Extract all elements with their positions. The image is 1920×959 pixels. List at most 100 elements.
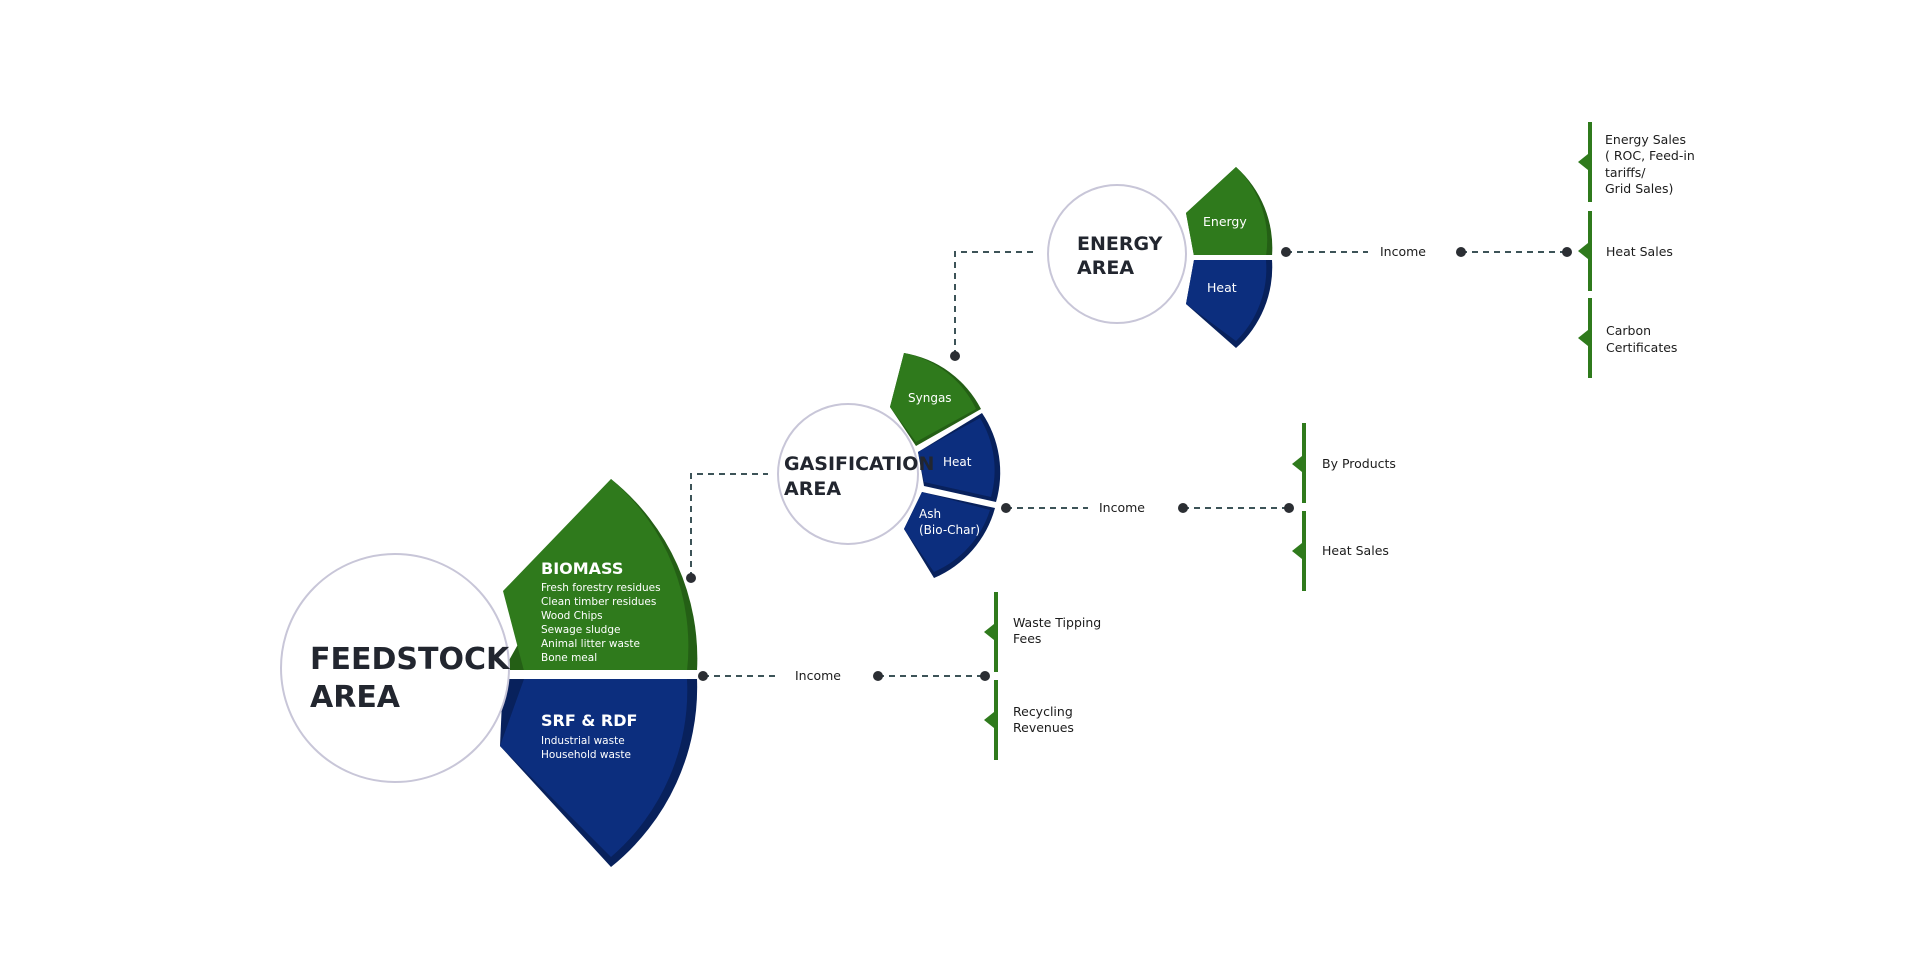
income-dot: [1281, 247, 1291, 257]
gasification-title-line2: AREA: [784, 478, 841, 500]
biomass-item: Sewage sludge: [541, 624, 620, 636]
revenue-label-line: Recycling: [1013, 704, 1073, 719]
revenue-bracket: [1588, 211, 1592, 291]
income-dot: [1456, 247, 1466, 257]
revenue-label-line: Heat Sales: [1606, 244, 1673, 259]
biomass-item: Fresh forestry residues: [541, 582, 661, 594]
revenue-label: Energy Sales ( ROC, Feed-in tariffs/ Gri…: [1605, 132, 1699, 196]
biomass-items: Fresh forestry residues Clean timber res…: [541, 582, 664, 664]
feedstock-income-label: Income: [795, 668, 841, 683]
connector-dot: [686, 573, 696, 583]
revenue-label-line: Grid Sales): [1605, 181, 1673, 196]
energy-label: Energy: [1203, 214, 1247, 229]
ash-label-line2: (Bio-Char): [919, 523, 980, 537]
energy-heat-segment-face: [1186, 260, 1267, 341]
syngas-label: Syngas: [908, 391, 952, 405]
revenue-bracket: [994, 592, 998, 672]
srf-title: SRF & RDF: [541, 711, 637, 730]
feedstock-circle: [280, 553, 510, 783]
income-dot: [873, 671, 883, 681]
gasification-heat-segment-face: [918, 418, 995, 497]
revenue-pointer: [1292, 543, 1302, 559]
revenue-label-line: Revenues: [1013, 720, 1074, 735]
income-dot: [980, 671, 990, 681]
income-dot: [1178, 503, 1188, 513]
revenue-label-line: Energy Sales: [1605, 132, 1686, 147]
gasification-title: GASIFICATION AREA: [784, 453, 941, 500]
gasification-income: Income: [1001, 500, 1294, 515]
energy-area: ENERGY AREA Energy Heat: [1047, 167, 1276, 348]
revenue-label: Carbon Certificates: [1606, 323, 1677, 355]
revenue-item-carbon-certificates: Carbon Certificates: [1578, 298, 1677, 378]
ash-segment-face: [904, 492, 990, 572]
energy-segment-face: [1186, 167, 1268, 256]
gasification-income-label: Income: [1099, 500, 1145, 515]
revenue-item-energy-heat-sales: Heat Sales: [1578, 211, 1673, 291]
gasification-circle: [777, 403, 919, 545]
biomass-item: Clean timber residues: [541, 596, 656, 608]
srf-items: Industrial waste Household waste: [541, 735, 631, 761]
syngas-segment-face: [890, 353, 976, 442]
revenue-label-line: Heat Sales: [1322, 543, 1389, 558]
biomass-item: Animal litter waste: [541, 638, 640, 650]
revenue-pointer: [984, 712, 994, 728]
income-dot: [1562, 247, 1572, 257]
feedstock-area: FEEDSTOCK AREA BIOMASS Fresh forestry re…: [280, 479, 702, 867]
energy-title: ENERGY AREA: [1077, 233, 1169, 279]
revenue-item-heat-sales: Heat Sales: [1292, 511, 1389, 591]
gasification-area: GASIFICATION AREA Syngas Heat Ash (Bio-C…: [777, 353, 1001, 578]
revenue-item-recycling-revenues: Recycling Revenues: [984, 680, 1077, 760]
feedstock-income: Income: [698, 668, 990, 683]
revenue-item-by-products: By Products: [1292, 423, 1396, 503]
biomass-item: Wood Chips: [541, 610, 603, 622]
feedstock-title-line1: FEEDSTOCK: [310, 642, 511, 677]
gasification-heat-label: Heat: [943, 455, 972, 469]
srf-segment-face: [500, 679, 688, 857]
revenue-pointer: [1578, 243, 1588, 259]
income-dot: [1001, 503, 1011, 513]
revenue-label: Heat Sales: [1322, 543, 1389, 558]
revenue-pointer: [1578, 330, 1588, 346]
ash-label: Ash (Bio-Char): [919, 507, 980, 537]
energy-circle: [1047, 184, 1187, 324]
revenue-bracket: [1302, 511, 1306, 591]
area-connectors: [686, 251, 1034, 583]
srf-item: Household waste: [541, 749, 631, 761]
revenue-label: Recycling Revenues: [1013, 704, 1077, 735]
connector-dot: [950, 351, 960, 361]
gasification-to-energy-connector: [954, 251, 1034, 356]
revenue-label-line: ( ROC, Feed-in: [1605, 148, 1695, 163]
energy-income-label: Income: [1380, 244, 1426, 259]
energy-title-line1: ENERGY: [1077, 233, 1163, 255]
revenue-label: By Products: [1322, 456, 1396, 471]
energy-income: Income: [1281, 244, 1572, 259]
revenue-pointer: [1292, 456, 1302, 472]
biomass-title: BIOMASS: [541, 559, 623, 578]
revenue-label: Heat Sales: [1606, 244, 1673, 259]
revenue-item-waste-tipping-fees: Waste Tipping Fees: [984, 592, 1105, 672]
revenue-label-line: tariffs/: [1605, 165, 1646, 180]
feedstock-divider: [500, 670, 702, 679]
revenue-label-line: Waste Tipping: [1013, 615, 1101, 630]
biomass-item: Bone meal: [541, 652, 597, 664]
gasification-title-line1: GASIFICATION: [784, 453, 934, 475]
revenue-pointer: [1578, 154, 1588, 170]
revenue-label: Waste Tipping Fees: [1013, 615, 1105, 646]
revenue-label-line: By Products: [1322, 456, 1396, 471]
energy-divider: [1190, 255, 1276, 260]
revenue-bracket: [994, 680, 998, 760]
srf-item: Industrial waste: [541, 735, 625, 747]
revenue-bracket: [1302, 423, 1306, 503]
energy-heat-label: Heat: [1207, 280, 1237, 295]
biomass-segment-face: [503, 479, 689, 671]
revenue-item-energy-sales: Energy Sales ( ROC, Feed-in tariffs/ Gri…: [1578, 122, 1699, 202]
energy-revenues: Energy Sales ( ROC, Feed-in tariffs/ Gri…: [1578, 122, 1699, 378]
revenue-label-line: Carbon: [1606, 323, 1651, 338]
revenue-bracket: [1588, 122, 1592, 202]
income-dot: [698, 671, 708, 681]
income-dot: [1284, 503, 1294, 513]
feedstock-title: FEEDSTOCK AREA: [310, 642, 520, 715]
revenue-label-line: Fees: [1013, 631, 1041, 646]
gasification-revenues: By Products Heat Sales: [1292, 423, 1396, 591]
